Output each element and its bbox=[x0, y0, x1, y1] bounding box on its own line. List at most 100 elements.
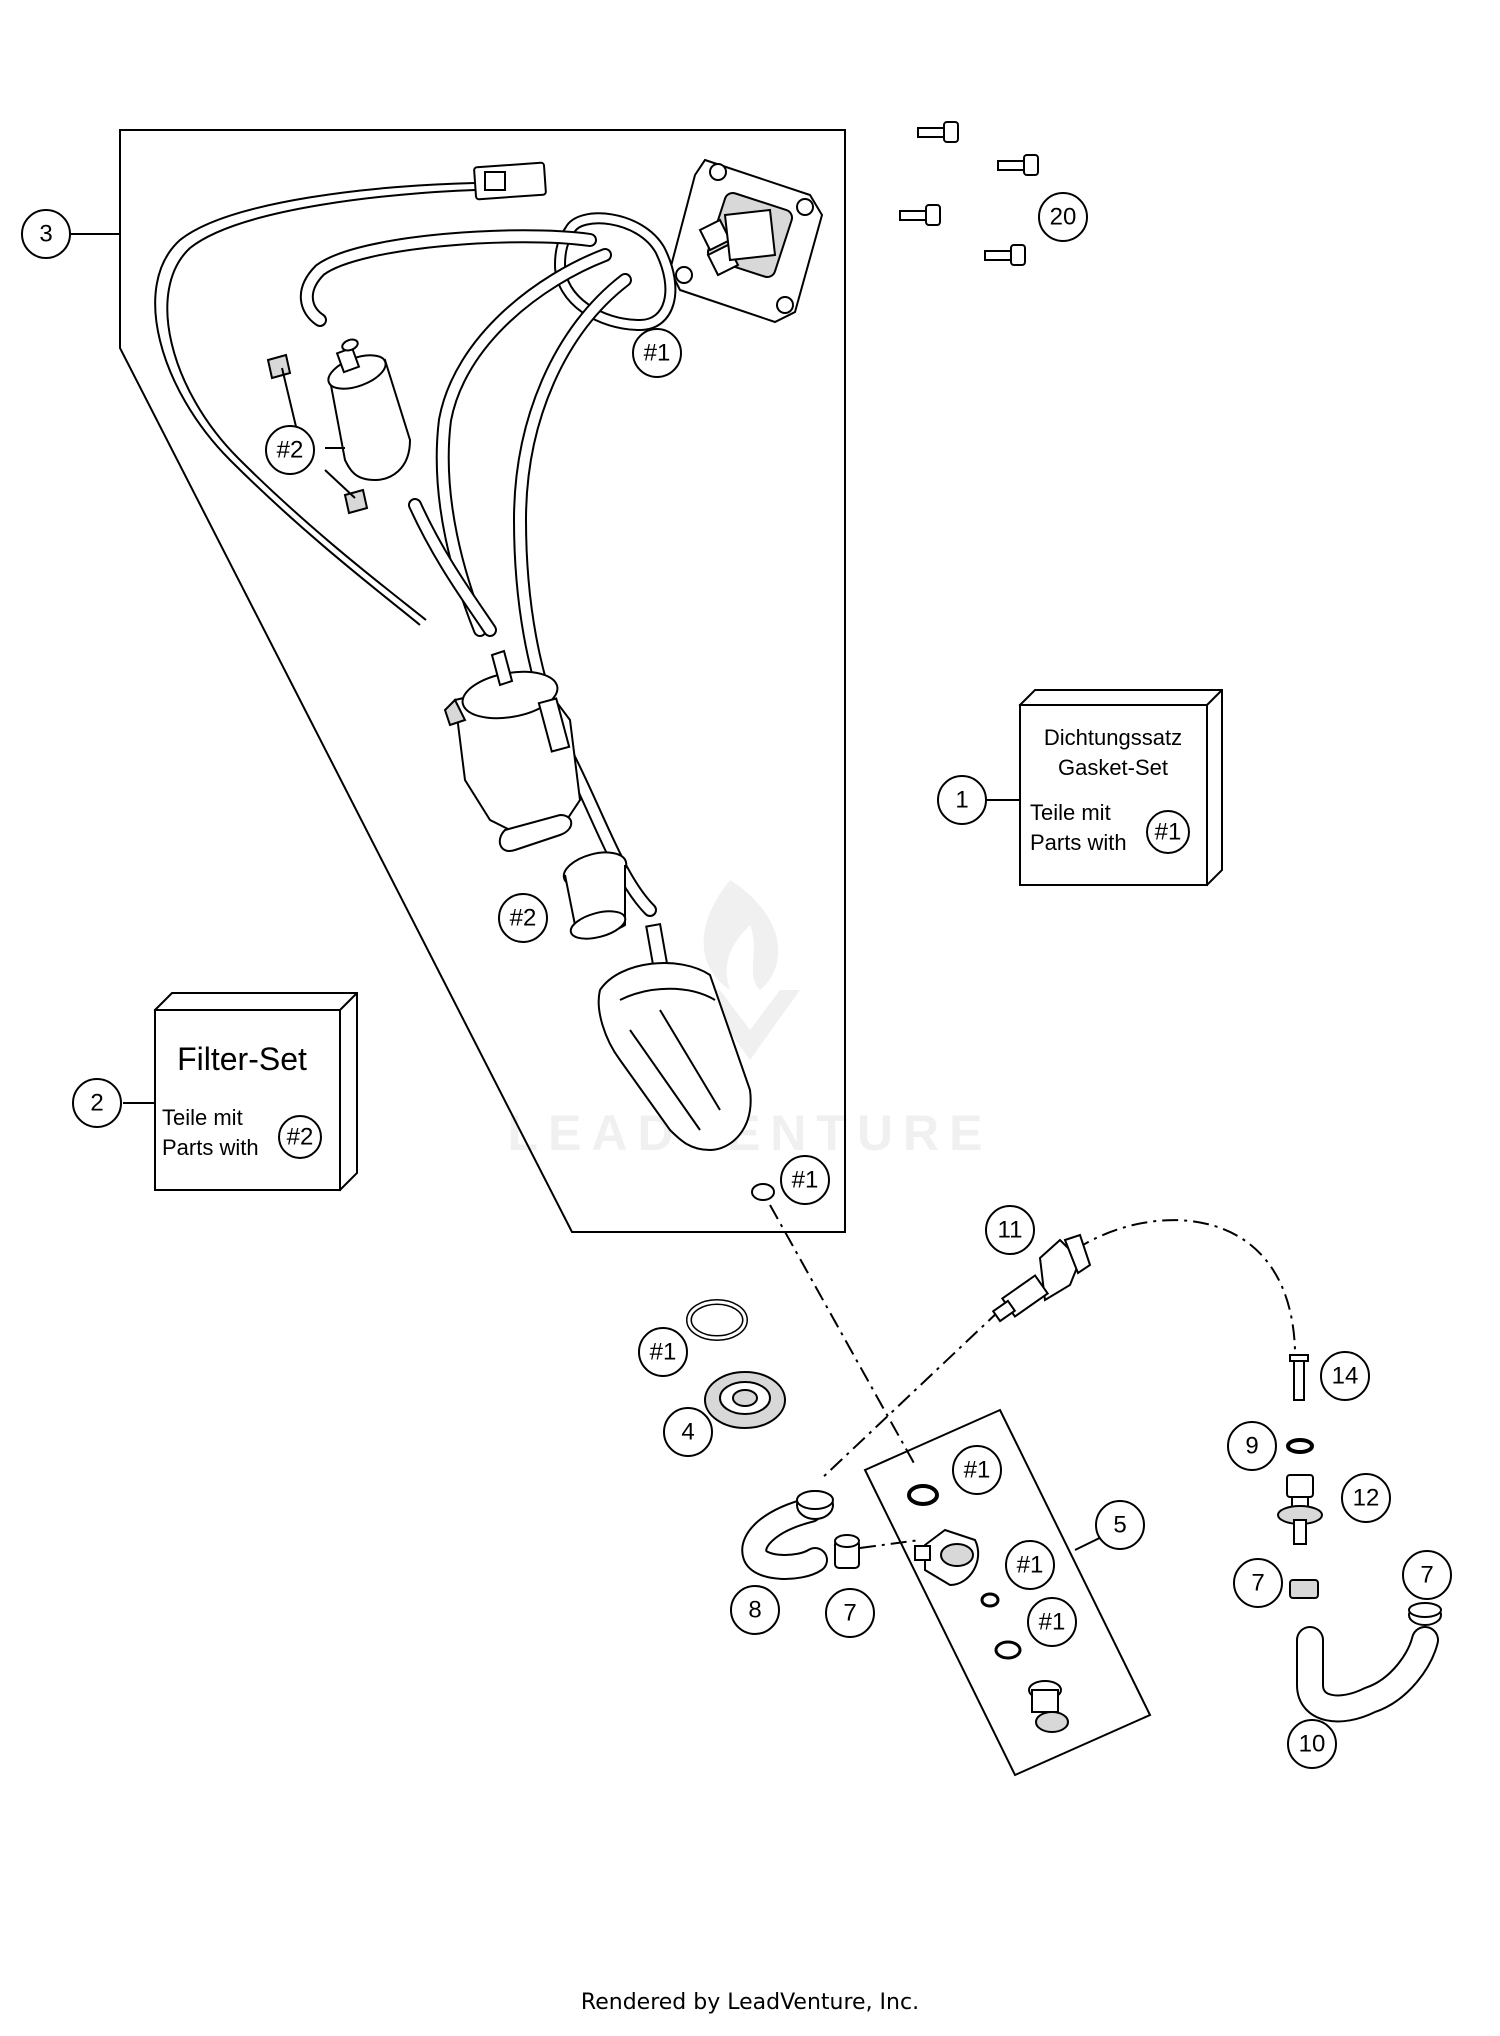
filter-box-title: Filter-Set bbox=[177, 1041, 307, 1077]
callout-4[interactable]: 4 bbox=[663, 1407, 713, 1457]
callout-12[interactable]: 12 bbox=[1341, 1473, 1391, 1523]
gasket-box-line4: Parts with bbox=[1030, 830, 1127, 855]
callout-9[interactable]: 9 bbox=[1227, 1421, 1277, 1471]
callout-g1-left-oring[interactable]: #1 bbox=[638, 1327, 688, 1377]
svg-text:20: 20 bbox=[1050, 204, 1077, 231]
quick-connector bbox=[991, 1233, 1092, 1323]
svg-text:7: 7 bbox=[1420, 1562, 1433, 1589]
svg-text:1: 1 bbox=[955, 787, 968, 814]
svg-text:#1: #1 bbox=[644, 340, 671, 367]
block-o-ring-1 bbox=[907, 1484, 939, 1506]
filter-box-badge-circle bbox=[278, 1115, 322, 1159]
assembly-outline bbox=[119, 129, 846, 1233]
callout-10[interactable]: 10 bbox=[1287, 1719, 1337, 1769]
hose-clamp-7 bbox=[834, 1534, 860, 1569]
svg-text:3: 3 bbox=[39, 221, 52, 248]
gasket-box-badge-circle bbox=[1146, 810, 1190, 854]
callout-7-left[interactable]: 7 bbox=[825, 1588, 875, 1638]
regulator-housing bbox=[914, 1528, 980, 1587]
bolt-4 bbox=[984, 244, 1026, 266]
hose-clamp-7-far-right bbox=[1408, 1602, 1442, 1626]
svg-text:5: 5 bbox=[1113, 1512, 1126, 1539]
callout-14[interactable]: 14 bbox=[1320, 1351, 1370, 1401]
wire-harness bbox=[154, 182, 476, 626]
svg-text:11: 11 bbox=[998, 1217, 1023, 1244]
assembly-line-clamp bbox=[859, 1539, 921, 1549]
gasket-box-line2: Gasket-Set bbox=[1058, 755, 1168, 780]
regulator-fitting bbox=[1028, 1680, 1069, 1733]
svg-text:10: 10 bbox=[1299, 1731, 1326, 1758]
flange-gasket bbox=[553, 212, 677, 332]
callout-g1-block-a[interactable]: #1 bbox=[952, 1445, 1002, 1495]
svg-text:7: 7 bbox=[1251, 1570, 1264, 1597]
block-o-ring-2 bbox=[980, 1592, 1000, 1608]
callout-5[interactable]: 5 bbox=[1095, 1500, 1145, 1550]
assembly-line-hose bbox=[819, 1309, 1001, 1481]
callout-2[interactable]: 2 bbox=[72, 1078, 122, 1128]
filter-clip-bottom bbox=[343, 488, 369, 515]
o-ring-9 bbox=[1286, 1438, 1314, 1454]
inline-fuel-filter bbox=[327, 338, 412, 482]
watermark-flame-icon bbox=[703, 880, 779, 990]
svg-text:#1: #1 bbox=[964, 1457, 991, 1484]
gasket-box-line1: Dichtungssatz bbox=[1044, 725, 1182, 750]
svg-text:#1: #1 bbox=[792, 1167, 819, 1194]
callout-7-right[interactable]: 7 bbox=[1233, 1558, 1283, 1608]
hose-clamp-upper bbox=[796, 1490, 834, 1520]
callout-g1-small-oring[interactable]: #1 bbox=[780, 1155, 830, 1205]
fuel-pump-canister bbox=[597, 922, 752, 1152]
callout-11[interactable]: 11 bbox=[985, 1205, 1035, 1255]
callout-g1-block-b[interactable]: #1 bbox=[1005, 1540, 1055, 1590]
svg-text:#1: #1 bbox=[1039, 1609, 1066, 1636]
hose-clamp-7-right bbox=[1289, 1579, 1319, 1599]
block-o-ring-3 bbox=[994, 1640, 1022, 1660]
svg-text:4: 4 bbox=[681, 1419, 694, 1446]
callout-g2-strainer[interactable]: #2 bbox=[498, 893, 548, 943]
footer-credit: Rendered by LeadVenture, Inc. bbox=[580, 1990, 920, 2015]
svg-text:#1: #1 bbox=[1017, 1552, 1044, 1579]
fuel-pump-motor bbox=[443, 649, 582, 852]
callout-g2-filter[interactable]: #2 bbox=[265, 425, 315, 475]
svg-text:#2: #2 bbox=[277, 437, 304, 464]
svg-text:2: 2 bbox=[90, 1090, 103, 1117]
svg-text:#2: #2 bbox=[510, 905, 537, 932]
filter-clip-top bbox=[266, 353, 292, 380]
hose-8 bbox=[741, 1497, 828, 1580]
svg-text:12: 12 bbox=[1353, 1485, 1380, 1512]
callout-3[interactable]: 3 bbox=[21, 209, 71, 259]
pump-flange bbox=[668, 158, 824, 324]
svg-text:9: 9 bbox=[1245, 1433, 1258, 1460]
callout-g1-block-c[interactable]: #1 bbox=[1027, 1597, 1077, 1647]
bolt-set bbox=[899, 121, 1039, 266]
svg-text:#1: #1 bbox=[650, 1339, 677, 1366]
watermark-chevron-icon bbox=[700, 990, 800, 1060]
assembly-line-connector bbox=[1074, 1219, 1296, 1351]
bolt-3 bbox=[899, 204, 941, 226]
pump-strainer-sleeve bbox=[562, 851, 628, 940]
check-valve-12 bbox=[1277, 1474, 1323, 1545]
hose-10 bbox=[1296, 1626, 1439, 1723]
pressure-regulator-diaphragm bbox=[704, 1371, 786, 1429]
gasket-box-line3: Teile mit bbox=[1030, 800, 1111, 825]
callout-g1-flange-gasket[interactable]: #1 bbox=[632, 328, 682, 378]
callout-8[interactable]: 8 bbox=[730, 1585, 780, 1635]
svg-text:8: 8 bbox=[748, 1597, 761, 1624]
callout-1[interactable]: 1 bbox=[937, 775, 987, 825]
bolt-2 bbox=[997, 154, 1039, 176]
regulator-block-outline bbox=[863, 1408, 1152, 1777]
filter-set-box bbox=[153, 992, 358, 1192]
assembly-line-oring bbox=[769, 1204, 916, 1466]
filter-box-line2: Parts with bbox=[162, 1135, 259, 1160]
callout-20[interactable]: 20 bbox=[1038, 192, 1088, 242]
callout-7-far-right[interactable]: 7 bbox=[1402, 1550, 1452, 1600]
electrical-connector bbox=[473, 161, 547, 201]
o-ring-small bbox=[751, 1183, 775, 1201]
gasket-set-box bbox=[1018, 689, 1223, 887]
filter-box-badge: #2 bbox=[287, 1124, 314, 1151]
gasket-box-badge: #1 bbox=[1155, 819, 1182, 846]
filter-box-line1: Teile mit bbox=[162, 1105, 243, 1130]
svg-text:7: 7 bbox=[843, 1600, 856, 1627]
pin-14 bbox=[1289, 1354, 1309, 1401]
bolt-1 bbox=[917, 121, 959, 143]
